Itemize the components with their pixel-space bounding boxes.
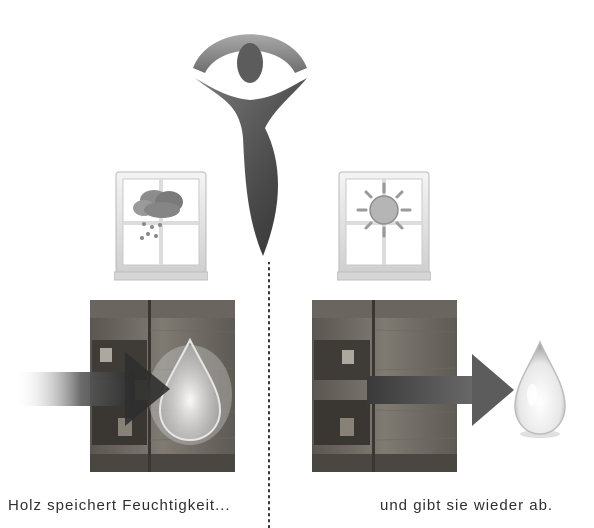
person-with-eye-arc-logo: [193, 34, 307, 256]
dotted-divider: [266, 262, 272, 528]
right-window: [337, 170, 431, 282]
head-shape: [237, 43, 263, 83]
sun-icon: [358, 184, 410, 236]
left-cabinet-scene: [0, 300, 250, 472]
left-window: [114, 170, 208, 282]
left-caption: Holz speichert Feuchtigkeit...: [8, 497, 231, 514]
body-shape: [195, 78, 307, 256]
water-drop-icon: [515, 342, 565, 438]
right-cabinet-scene: [312, 300, 594, 472]
right-caption: und gibt sie wieder ab.: [380, 497, 553, 514]
